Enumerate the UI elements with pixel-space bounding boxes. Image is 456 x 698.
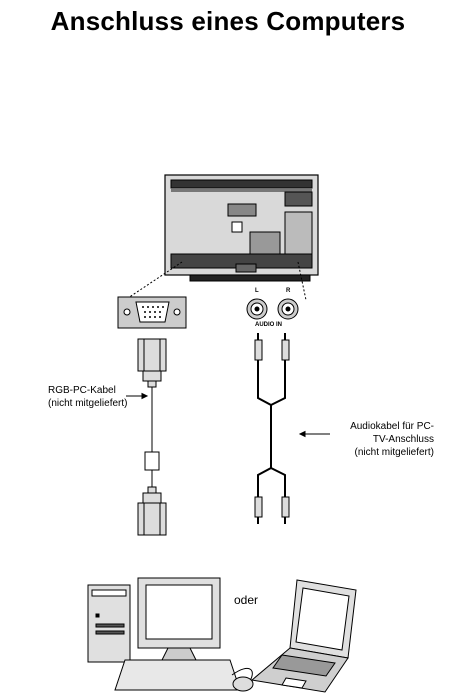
rgb-cable-label: RGB-PC-Kabel (nicht mitgeliefert) (48, 384, 127, 410)
audio-cable-name-1: Audiokabel für PC- (350, 421, 434, 432)
tv-rear-panel (164, 174, 319, 282)
rgb-cable-name: RGB-PC-Kabel (48, 385, 116, 396)
rgb-cable-note: (nicht mitgeliefert) (48, 398, 128, 409)
laptop-computer (250, 579, 357, 693)
label-arrows (126, 392, 330, 438)
left-channel-label: L (255, 288, 259, 294)
desktop-computer (87, 577, 254, 692)
audio-in-ports (246, 298, 299, 320)
vga-port (117, 296, 187, 329)
port-leader-lines (127, 261, 307, 301)
audio-in-label: AUDIO IN (255, 322, 282, 328)
audio-cable-label: Audiokabel für PC- TV-Anschluss (nicht m… (312, 420, 434, 459)
vga-cable (137, 338, 167, 536)
page-title: Anschluss eines Computers (50, 6, 406, 36)
right-channel-label: R (286, 288, 291, 294)
audio-cable (254, 333, 290, 524)
or-label: oder (234, 593, 259, 607)
audio-cable-note: (nicht mitgeliefert) (354, 447, 434, 458)
audio-cable-name-2: TV-Anschluss (372, 434, 434, 445)
